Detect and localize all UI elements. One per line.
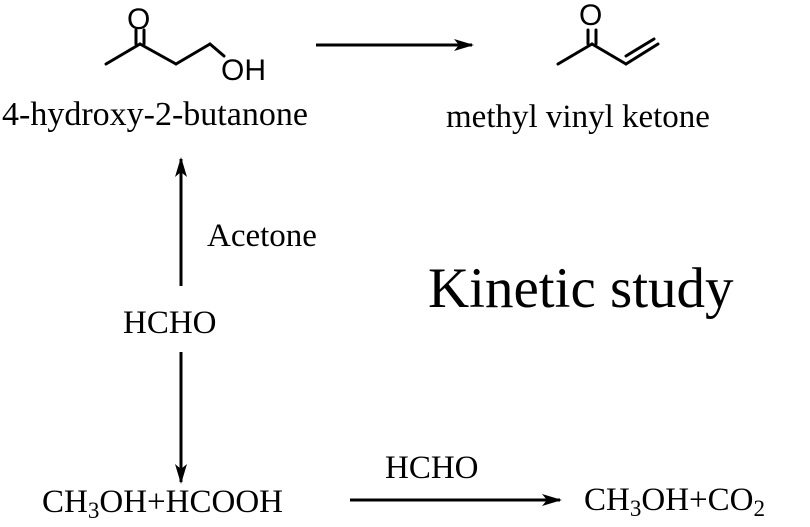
bond-c2-c3	[138, 42, 178, 66]
left-oh-hcooh-text: OH+HCOOH	[99, 484, 284, 520]
left-ch-text: CH	[42, 484, 88, 520]
mvk-carbonyl-oxygen: O	[579, 0, 603, 32]
hydroxybutanone-carbonyl-oxygen: O	[127, 3, 151, 36]
bond-ch3-co	[556, 42, 594, 66]
hcho-bottom-reagent-label: HCHO	[385, 450, 479, 486]
bond-c1-c2	[104, 42, 142, 66]
hydroxybutanone-hydroxyl-label: OH	[221, 54, 266, 87]
kinetic-study-heading: Kinetic study	[428, 257, 734, 320]
hcho-center-label: HCHO	[123, 305, 217, 341]
bond-c4-oh	[208, 42, 226, 58]
bond-vinyl-double-b	[624, 37, 656, 58]
methanol-formic-acid-products: CH3OH+HCOOH	[42, 484, 284, 522]
right-subscript-2: 2	[753, 494, 766, 521]
methanol-co2-products: CH3OH+CO2	[584, 482, 765, 520]
left-subscript-3: 3	[87, 496, 100, 523]
bond-c3-c4	[174, 42, 212, 66]
hydroxybutanone-name: 4-hydroxy-2-butanone	[2, 96, 308, 133]
mvk-name: methyl vinyl ketone	[446, 99, 710, 135]
right-oh-co-text: OH+CO	[641, 482, 754, 518]
acetone-reagent-label: Acetone	[207, 218, 317, 254]
mvk-structure	[556, 28, 660, 66]
right-subscript-3: 3	[629, 494, 642, 521]
right-ch-text: CH	[584, 482, 630, 518]
bond-co-vinyl	[590, 42, 628, 66]
hydroxybutanone-structure	[104, 28, 226, 66]
bond-vinyl-double-a	[624, 42, 660, 66]
